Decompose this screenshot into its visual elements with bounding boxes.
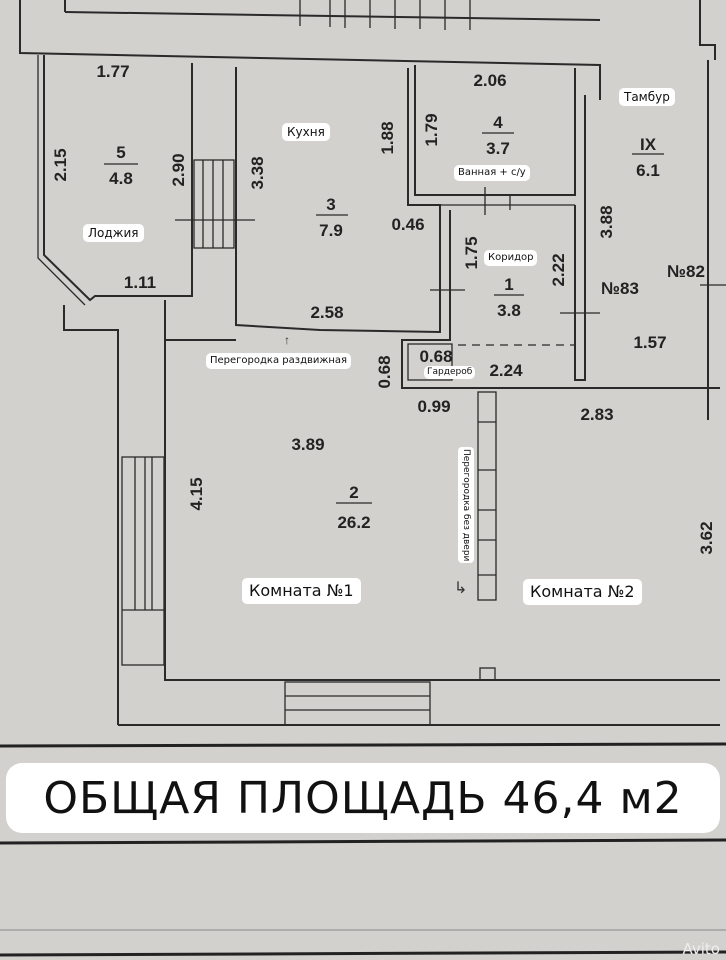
dim-2-22: 2.22 xyxy=(549,253,568,286)
dim-3-62: 3.62 xyxy=(697,521,716,554)
label-partition-no-door: Перегородка без двери xyxy=(458,447,474,564)
dim-0-99: 0.99 xyxy=(417,397,450,416)
kitchen-walls xyxy=(63,67,465,725)
area-labels: 5 4.8 3 7.9 4 3.7 1 3.8 IX 6.1 2 26.2 xyxy=(104,113,664,532)
room-3-number: 3 xyxy=(326,195,335,214)
bathroom-walls xyxy=(414,65,576,215)
label-room-1: Комната №1 xyxy=(242,578,361,604)
dim-1-77: 1.77 xyxy=(96,62,129,81)
label-corridor: Коридор xyxy=(484,250,538,266)
room-4-number: 4 xyxy=(493,113,503,132)
room-2-number: 2 xyxy=(349,483,358,502)
room-ix-number: IX xyxy=(640,135,657,154)
room-5-number: 5 xyxy=(116,143,125,162)
title-block-lines xyxy=(0,742,726,957)
room-3-area: 7.9 xyxy=(319,221,343,240)
dim-2-90: 2.90 xyxy=(169,153,188,186)
label-sliding-partition: Перегородка раздвижная xyxy=(206,353,352,369)
dim-0-68-vertical: 0.68 xyxy=(375,355,394,388)
label-kitchen: Кухня xyxy=(282,123,330,141)
dim-2-06: 2.06 xyxy=(473,71,506,90)
dim-2-58: 2.58 xyxy=(310,303,343,322)
room-1-area: 3.8 xyxy=(497,301,521,320)
dim-1-11: 1.11 xyxy=(124,273,156,292)
dim-4-15: 4.15 xyxy=(187,477,206,510)
room-4-area: 3.7 xyxy=(486,139,510,158)
dim-1-88: 1.88 xyxy=(378,121,397,154)
label-loggia: Лоджия xyxy=(83,224,144,242)
dim-2-15: 2.15 xyxy=(51,148,70,181)
dim-2-83: 2.83 xyxy=(580,405,613,424)
loggia-walls xyxy=(37,55,255,306)
arrow-up-icon: ↑ xyxy=(284,333,290,347)
bent-arrow-icon: ↳ xyxy=(454,580,468,597)
dim-3-89: 3.89 xyxy=(291,435,324,454)
apartment-83-label: №83 xyxy=(601,279,639,298)
avito-watermark: Avito xyxy=(682,940,721,958)
dimension-labels: 1.77 2.15 2.90 1.11 3.38 1.88 0.46 2.58 … xyxy=(51,62,716,555)
top-wall xyxy=(19,0,716,420)
room-5-area: 4.8 xyxy=(109,169,133,188)
total-area-banner: ОБЩАЯ ПЛОЩАДЬ 46,4 м2 xyxy=(6,763,720,833)
label-room-2: Комната №2 xyxy=(523,579,642,605)
room-ix-area: 6.1 xyxy=(636,161,660,180)
room-2-area: 26.2 xyxy=(337,513,370,532)
dim-3-38: 3.38 xyxy=(248,156,267,189)
dim-0-68: 0.68 xyxy=(419,347,452,366)
dim-3-88: 3.88 xyxy=(597,205,616,238)
corridor-walls xyxy=(401,95,726,389)
dim-1-75: 1.75 xyxy=(462,236,481,269)
main-room-walls xyxy=(118,340,720,726)
apartment-82-label: №82 xyxy=(667,262,705,281)
room-1-number: 1 xyxy=(504,275,513,294)
label-wardrobe: Гардероб xyxy=(424,366,476,379)
label-bathroom: Ванная + с/у xyxy=(454,165,530,181)
label-tambur: Тамбур xyxy=(619,88,675,106)
dim-1-57: 1.57 xyxy=(633,333,666,352)
dim-2-24: 2.24 xyxy=(489,361,523,380)
dim-0-46: 0.46 xyxy=(391,215,424,234)
dim-1-79: 1.79 xyxy=(422,113,441,146)
